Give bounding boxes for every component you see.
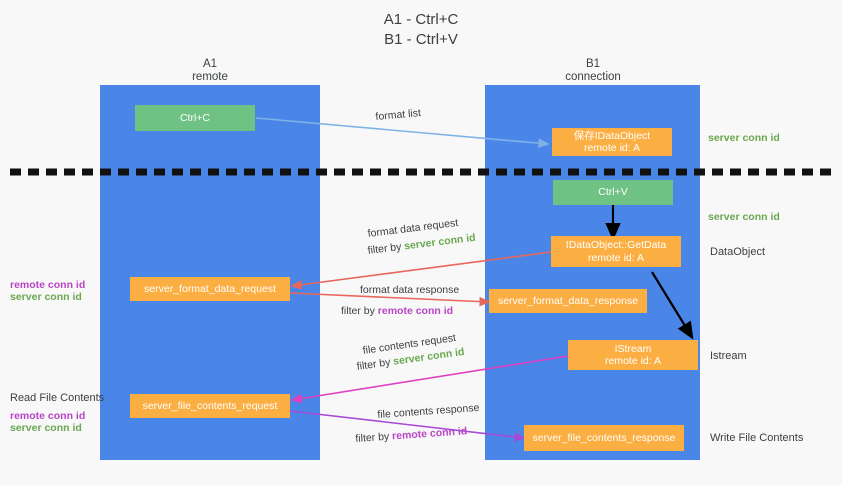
- node-ctrl-c[interactable]: Ctrl+C: [135, 105, 255, 131]
- node-server-file-contents-request[interactable]: server_file_contents_request: [130, 394, 290, 418]
- edge-label-format-data-response-filter: filter by remote conn id: [341, 305, 453, 318]
- label-dataobject: DataObject: [710, 246, 766, 258]
- column-header-b1-name: B1: [585, 58, 601, 70]
- column-header-b1: B1 connection: [503, 58, 683, 84]
- filter-key-2: remote conn id: [377, 305, 454, 317]
- label-istream: Istream: [710, 350, 747, 362]
- node-server-format-data-request[interactable]: server_format_data_request: [130, 277, 290, 301]
- filter-prefix-1: filter by: [367, 240, 405, 257]
- edge-label-format-data-response: format data response: [360, 284, 460, 296]
- node-istream[interactable]: IStream remote id: A: [568, 340, 698, 370]
- label-remote-conn-id-2: remote conn id: [10, 410, 86, 422]
- node-getdata[interactable]: IDataObject::GetData remote id: A: [551, 236, 681, 267]
- edge-label-file-contents-response-filter: filter by remote conn id: [355, 425, 468, 446]
- column-header-a1: A1 remote: [120, 58, 300, 84]
- page-title: A1 - Ctrl+C B1 - Ctrl+V: [0, 10, 842, 50]
- filter-prefix-2: filter by: [341, 305, 378, 317]
- filter-prefix-4: filter by: [355, 430, 393, 445]
- edge-label-file-contents-response: file contents response: [377, 401, 480, 421]
- node-server-format-data-response[interactable]: server_format_data_response: [489, 289, 647, 313]
- filter-key-4: remote conn id: [391, 425, 468, 443]
- label-read-file-contents: Read File Contents: [10, 392, 105, 404]
- column-header-a1-name: A1: [202, 58, 218, 70]
- title-line-1: A1 - Ctrl+C: [383, 11, 459, 28]
- node-server-file-contents-response[interactable]: server_file_contents_response: [524, 425, 684, 451]
- label-server-conn-id-1: server conn id: [10, 291, 82, 303]
- label-server-conn-id-2: server conn id: [10, 422, 82, 434]
- label-server-conn-id-top: server conn id: [708, 132, 780, 144]
- title-line-2: B1 - Ctrl+V: [384, 31, 458, 48]
- filter-prefix-3: filter by: [356, 355, 395, 373]
- edge-label-format-list: format list: [375, 107, 422, 123]
- node-ctrl-v[interactable]: Ctrl+V: [553, 180, 673, 205]
- column-header-b1-role: connection: [565, 71, 621, 83]
- label-remote-conn-id-1: remote conn id: [10, 279, 86, 291]
- node-save-idataobject[interactable]: 保存IDataObject remote id: A: [552, 128, 672, 156]
- label-server-conn-id-mid: server conn id: [708, 211, 780, 223]
- label-write-file-contents: Write File Contents: [710, 432, 804, 444]
- column-header-a1-role: remote: [192, 71, 228, 83]
